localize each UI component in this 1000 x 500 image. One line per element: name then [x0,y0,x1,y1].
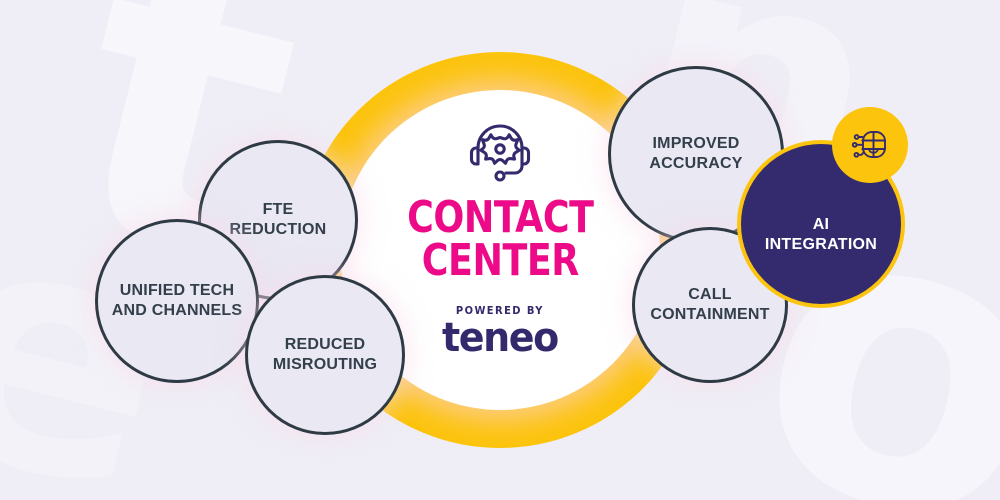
center-content: CONTACT CENTER POWERED BY teneo [340,90,660,410]
bubble-label: AI INTEGRATION [764,216,878,253]
ai-brain-circuit-icon [849,124,891,166]
bubble-label: CALL CONTAINMENT [650,286,770,323]
ai-badge[interactable] [832,107,908,183]
page-title: CONTACT CENTER [406,192,594,287]
center-title-line-2: CENTER [421,235,579,287]
bubble-label: FTE REDUCTION [229,201,327,238]
teneo-logo-wordmark: teneo [442,315,559,362]
bubble-label: REDUCED MISROUTING [272,336,378,373]
bubble-label: IMPROVED ACCURACY [649,135,743,172]
bubble-label: UNIFIED TECH AND CHANNELS [111,282,243,319]
headset-gear-icon [466,118,534,184]
center-title-line-1: CONTACT [406,192,594,243]
bubble-reduced-misrouting[interactable]: REDUCED MISROUTING [245,275,405,435]
powered-by-label: POWERED BY [455,304,544,318]
bubble-unified-tech-and-channels[interactable]: UNIFIED TECH AND CHANNELS [95,219,259,383]
